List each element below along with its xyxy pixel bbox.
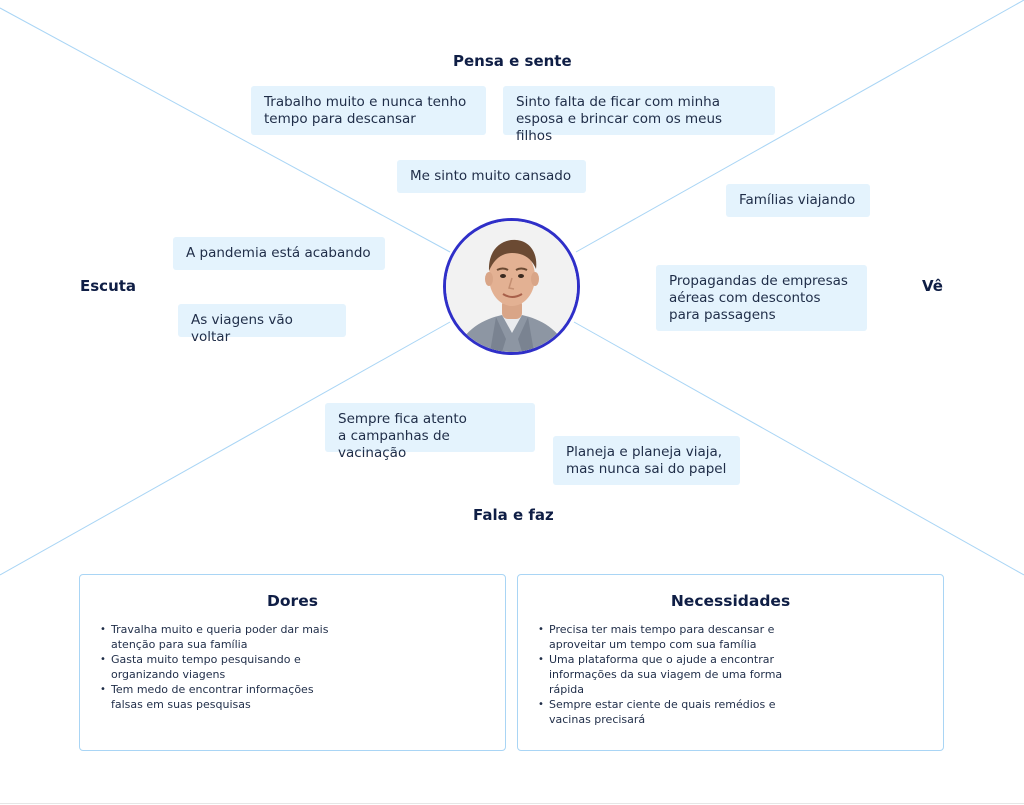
list-item: Travalha muito e queria poder dar mais a… — [100, 622, 328, 652]
list-item: Uma plataforma que o ajude a encontrar i… — [538, 652, 782, 697]
quadrant-title-ve: Vê — [922, 277, 943, 295]
quadrant-title-escuta: Escuta — [80, 277, 137, 295]
note-ve-familias: Famílias viajando — [726, 184, 870, 217]
quadrant-title-pensa-e-sente: Pensa e sente — [453, 52, 572, 70]
divider-line-top-left — [0, 7, 451, 253]
panel-dores-list: Travalha muito e queria poder dar mais a… — [100, 622, 328, 712]
note-pensa-trabalho: Trabalho muito e nunca tenho tempo para … — [251, 86, 486, 135]
persona-photo — [446, 221, 577, 352]
note-ve-propagandas: Propagandas de empresas aéreas com desco… — [656, 265, 867, 331]
note-fala-vacinacao: Sempre fica atento a campanhas de vacina… — [325, 403, 535, 461]
list-item: Gasta muito tempo pesquisando e organiza… — [100, 652, 328, 682]
note-escuta-viagens: As viagens vão voltar — [178, 304, 346, 345]
panel-dores-title: Dores — [267, 592, 318, 610]
panel-necessidades-list: Precisa ter mais tempo para descansar e … — [538, 622, 782, 727]
note-pensa-cansado: Me sinto muito cansado — [397, 160, 586, 193]
divider-line-bottom-right — [573, 321, 1024, 576]
persona-avatar — [443, 218, 580, 355]
list-item: Precisa ter mais tempo para descansar e … — [538, 622, 782, 652]
list-item: Sempre estar ciente de quais remédios e … — [538, 697, 782, 727]
divider-line-top-right — [575, 0, 1024, 253]
panel-necessidades: Necessidades Precisa ter mais tempo para… — [517, 574, 944, 751]
note-pensa-familia: Sinto falta de ficar com minha esposa e … — [503, 86, 775, 144]
divider-line-bottom-left — [0, 321, 451, 576]
note-escuta-pandemia: A pandemia está acabando — [173, 237, 385, 270]
panel-necessidades-title: Necessidades — [670, 592, 791, 610]
list-item: Tem medo de encontrar informações falsas… — [100, 682, 328, 712]
quadrant-title-fala-e-faz: Fala e faz — [473, 506, 554, 524]
bottom-divider — [0, 803, 1024, 804]
panel-dores: Dores Travalha muito e queria poder dar … — [79, 574, 506, 751]
note-fala-planeja: Planeja e planeja viaja, mas nunca sai d… — [553, 436, 740, 485]
